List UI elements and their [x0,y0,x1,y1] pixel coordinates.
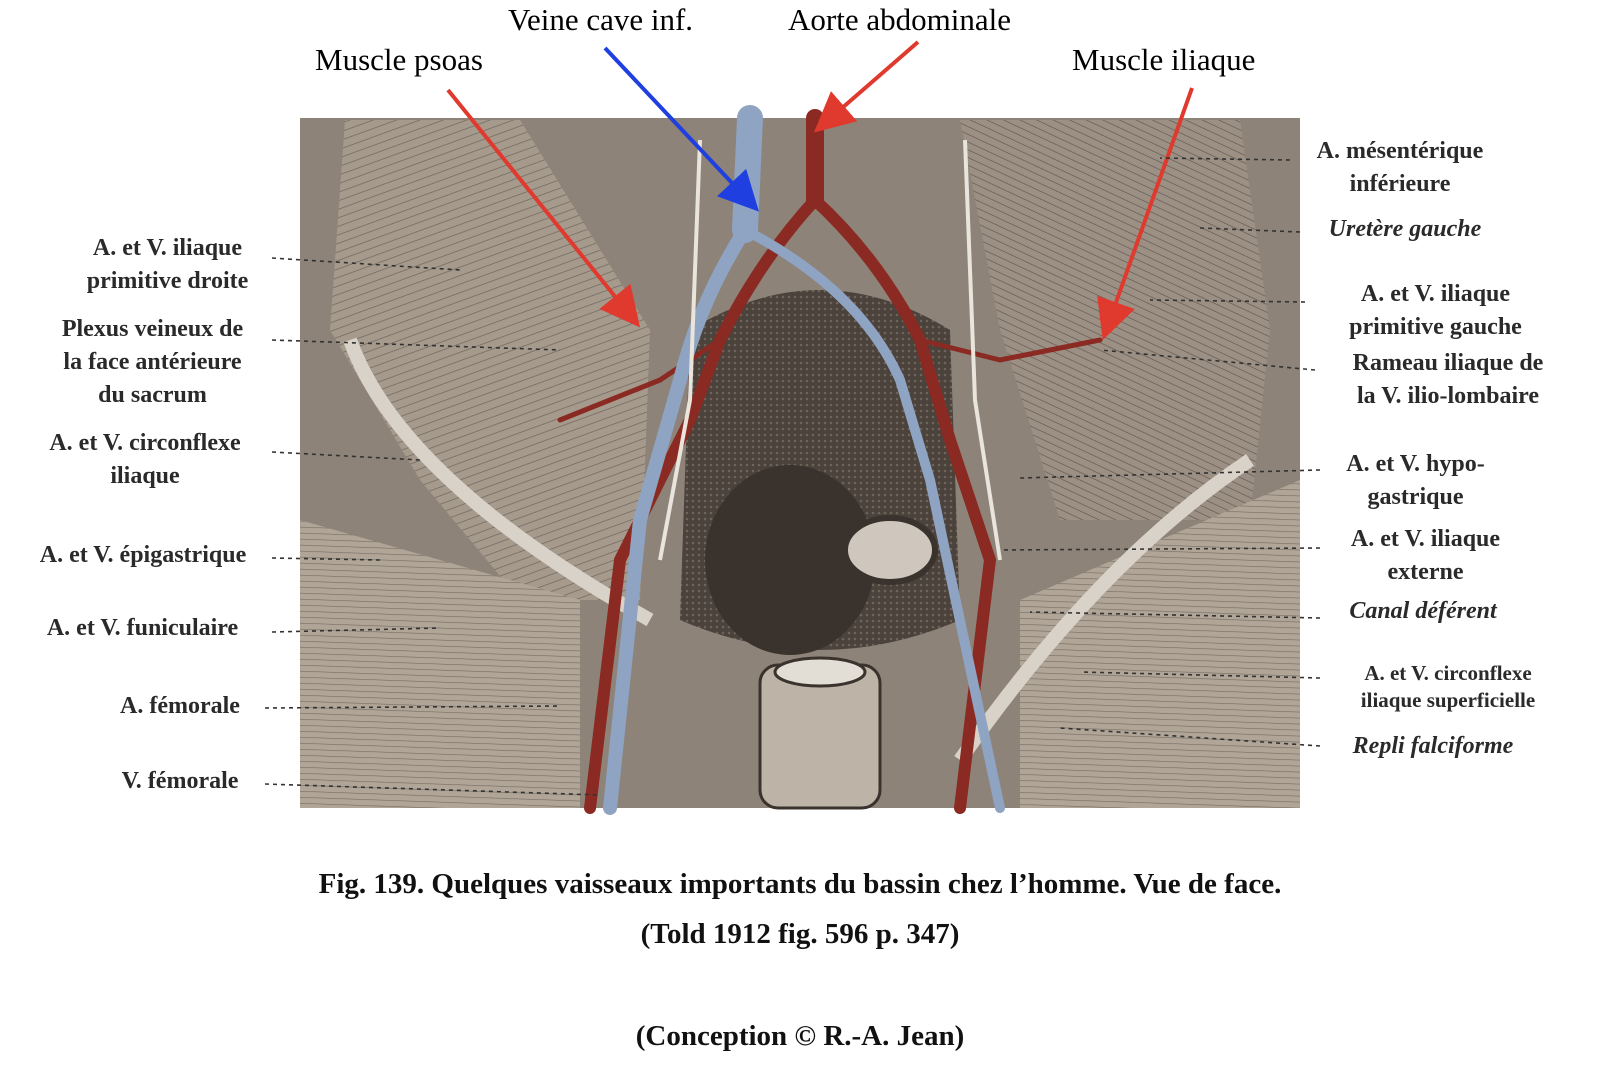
rectum [705,465,875,655]
right-leader-lines [999,157,1321,747]
label-plexus-veineux: Plexus veineux de la face antérieure du … [61,316,244,408]
sigmoid-cut [842,515,938,585]
label-circonflexe-superficielle: A. et V. circonflexe iliaque superficiel… [1360,661,1536,712]
label-aorte: Aorte abdominale [788,2,1011,37]
label-iliaque-externe: A. et V. iliaque externe [1350,526,1501,585]
label-epigastrique: A. et V. épigastrique [39,542,247,568]
vena-cava-arrow [603,46,759,212]
arteries [557,109,1103,814]
label-iliaque: Muscle iliaque [1072,42,1256,77]
figure-source: (Told 1912 fig. 596 p. 347) [640,918,960,950]
label-veine-cave: Veine cave inf. [508,2,694,37]
label-circonflexe-iliaque: A. et V. circonflexe iliaque [49,430,241,489]
label-femorale-a: A. fémorale [120,693,240,719]
label-canal-deferent: Canal déférent [1349,598,1497,624]
label-uretere: Uretère gauche [1328,216,1482,242]
label-iliaque-primitive-droite: A. et V. iliaque primitive droite [86,235,249,294]
figure-credit: (Conception © R.-A. Jean) [635,1020,965,1052]
label-femorale-v: V. fémorale [121,768,239,794]
figure-caption: Fig. 139. Quelques vaisseaux importants … [318,868,1282,900]
label-psoas: Muscle psoas [315,42,483,77]
label-mesenterique: A. mésentérique inférieure [1316,138,1484,197]
left-leader-lines [264,257,601,796]
label-hypogastrique: A. et V. hypo- gastrique [1346,451,1485,510]
aorta-arrow [813,40,920,133]
left-thigh [1020,480,1300,808]
right-thigh [300,520,580,808]
label-repli-falciforme: Repli falciforme [1352,733,1514,759]
iliaque-arrow [1097,87,1194,341]
label-rameau-iliaque: Rameau iliaque de la V. ilio-lombaire [1352,350,1544,409]
label-iliaque-primitive-gauche: A. et V. iliaque primitive gauche [1349,281,1522,340]
psoas-arrow [446,88,641,328]
label-funiculaire: A. et V. funiculaire [46,615,239,641]
